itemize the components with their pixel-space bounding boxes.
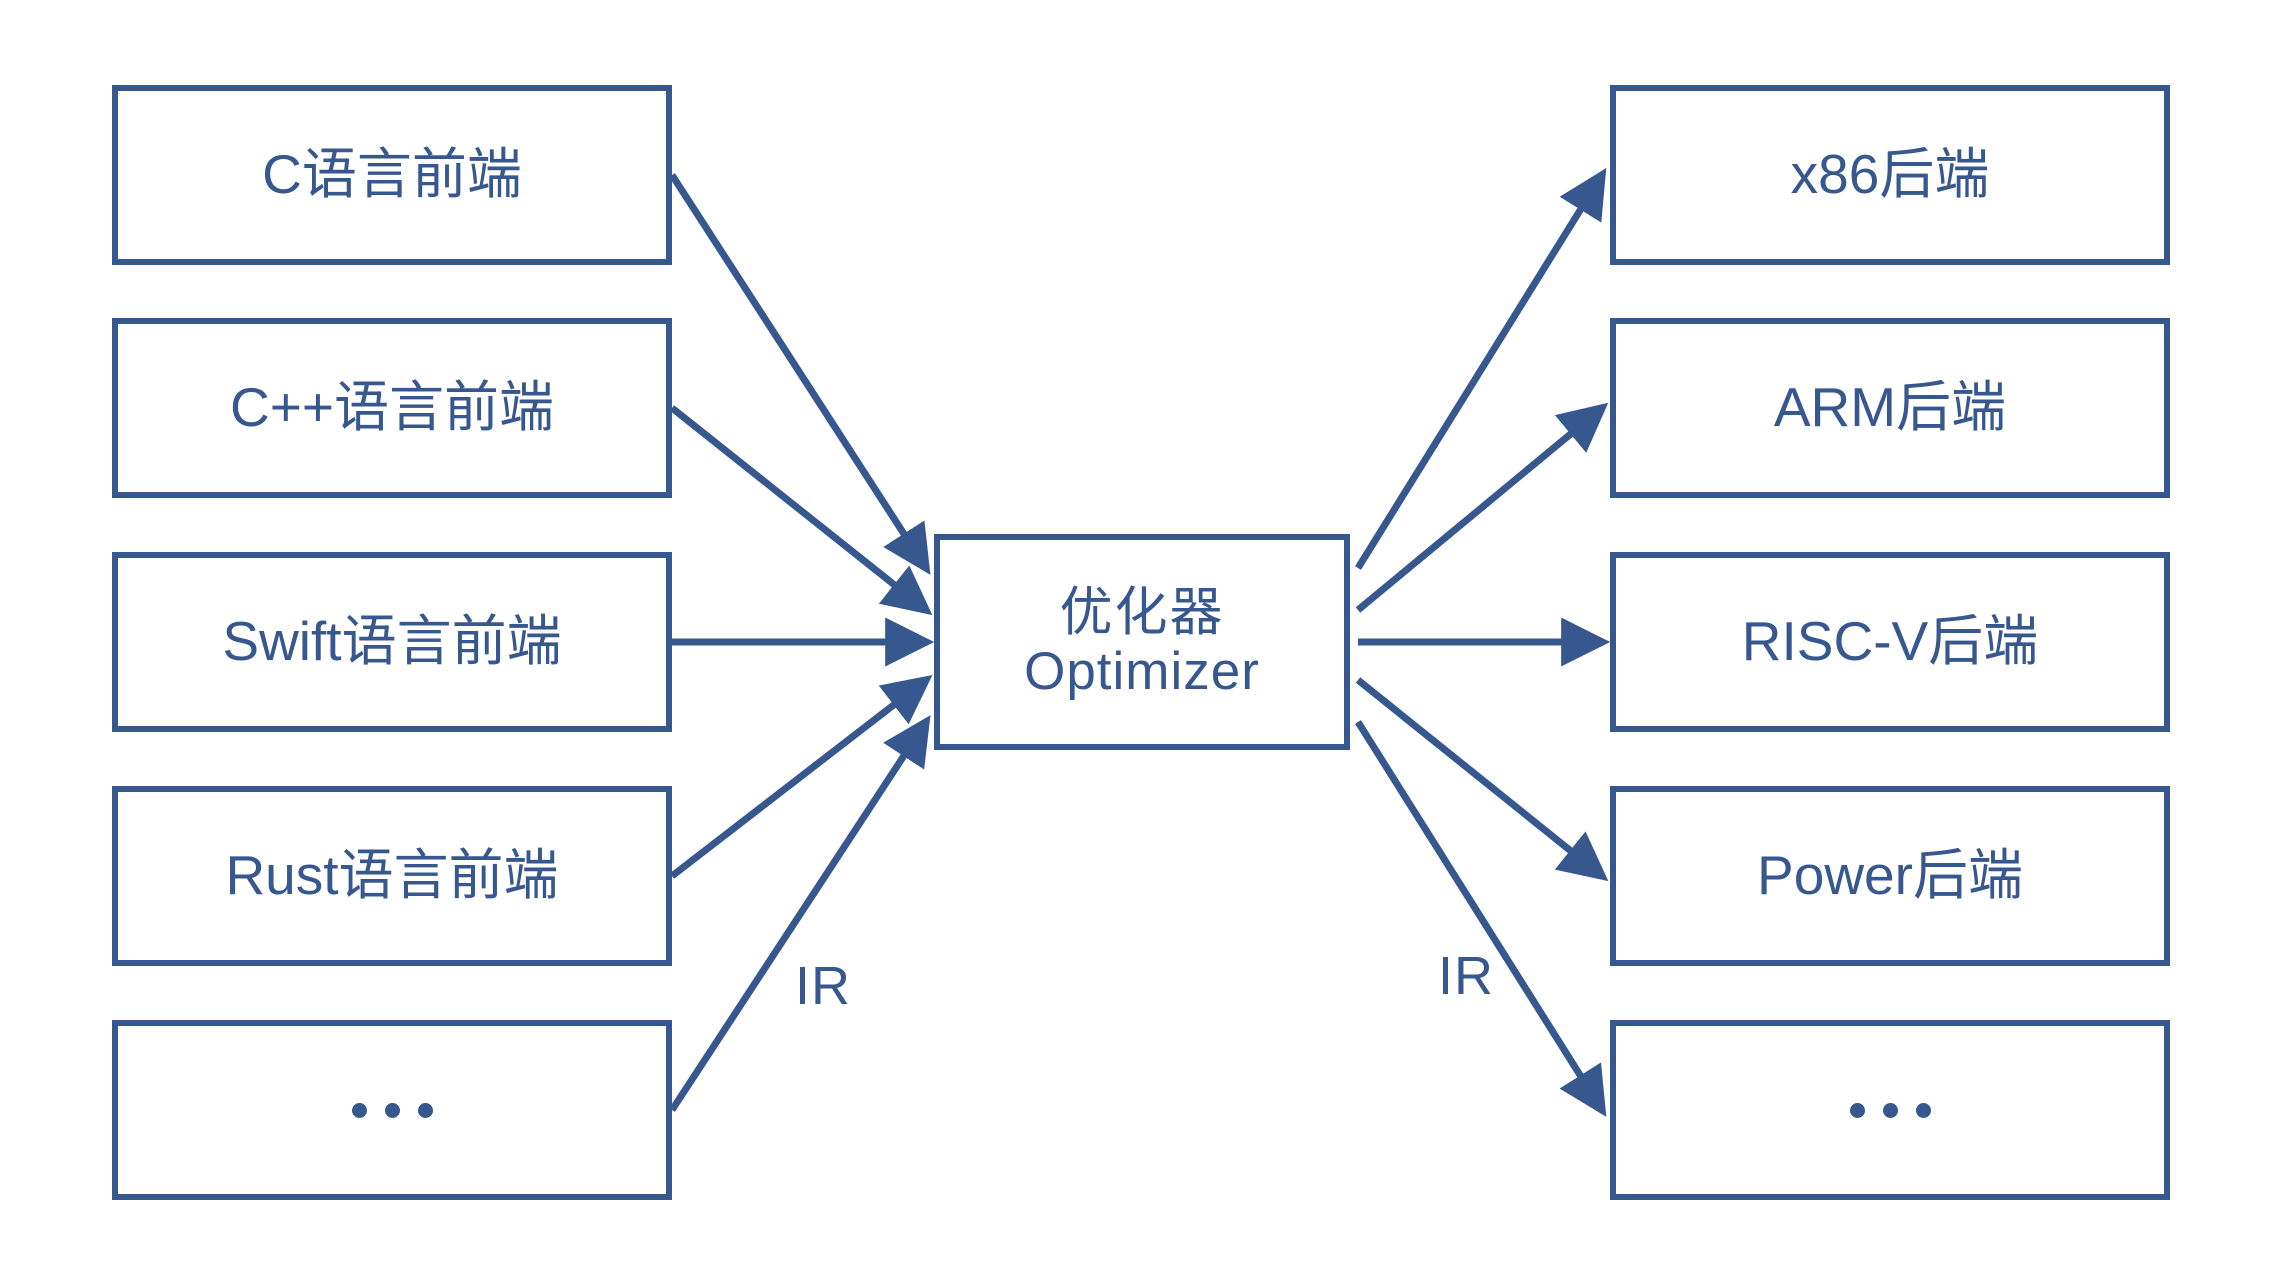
node-frontend-swift[interactable]: Swift语言前端 — [112, 552, 672, 732]
node-label: Power后端 — [1757, 844, 2023, 907]
edge-label-ir-left: IR — [795, 956, 851, 1016]
node-optimizer[interactable]: 优化器 Optimizer — [934, 534, 1350, 750]
node-label: C语言前端 — [262, 143, 522, 206]
ellipsis-icon — [351, 1102, 433, 1118]
node-label: RISC-V后端 — [1741, 610, 2039, 673]
node-frontend-c[interactable]: C语言前端 — [112, 85, 672, 265]
outgoing-edges — [1355, 168, 1611, 1117]
edge-label-ir-right: IR — [1438, 946, 1494, 1006]
node-label: ARM后端 — [1773, 376, 2007, 439]
node-backend-riscv[interactable]: RISC-V后端 — [1610, 552, 2170, 732]
node-label: x86后端 — [1790, 143, 1990, 206]
edge-optimizer-to-arm — [1355, 402, 1609, 613]
node-frontend-more[interactable] — [112, 1020, 672, 1200]
edge-rust-to-optimizer — [669, 675, 933, 879]
node-frontend-cpp[interactable]: C++语言前端 — [112, 318, 672, 498]
edge-optimizer-to-more — [1355, 720, 1607, 1117]
incoming-edges — [669, 173, 935, 1112]
edge-optimizer-to-x86 — [1355, 168, 1607, 570]
node-backend-power[interactable]: Power后端 — [1610, 786, 2170, 966]
edge-c-to-optimizer — [669, 173, 931, 575]
edge-more-to-optimizer — [669, 715, 931, 1112]
ellipsis-icon — [1849, 1102, 1931, 1118]
optimizer-title-cn: 优化器 — [1059, 582, 1225, 642]
node-backend-more[interactable] — [1610, 1020, 2170, 1200]
node-backend-x86[interactable]: x86后端 — [1610, 85, 2170, 265]
edge-cpp-to-optimizer — [669, 405, 933, 616]
node-backend-arm[interactable]: ARM后端 — [1610, 318, 2170, 498]
node-label: Rust语言前端 — [225, 844, 559, 907]
node-label: Swift语言前端 — [222, 610, 562, 673]
edge-optimizer-to-power — [1355, 677, 1609, 882]
optimizer-title-en: Optimizer — [1024, 642, 1260, 701]
node-label: C++语言前端 — [230, 376, 554, 439]
node-frontend-rust[interactable]: Rust语言前端 — [112, 786, 672, 966]
